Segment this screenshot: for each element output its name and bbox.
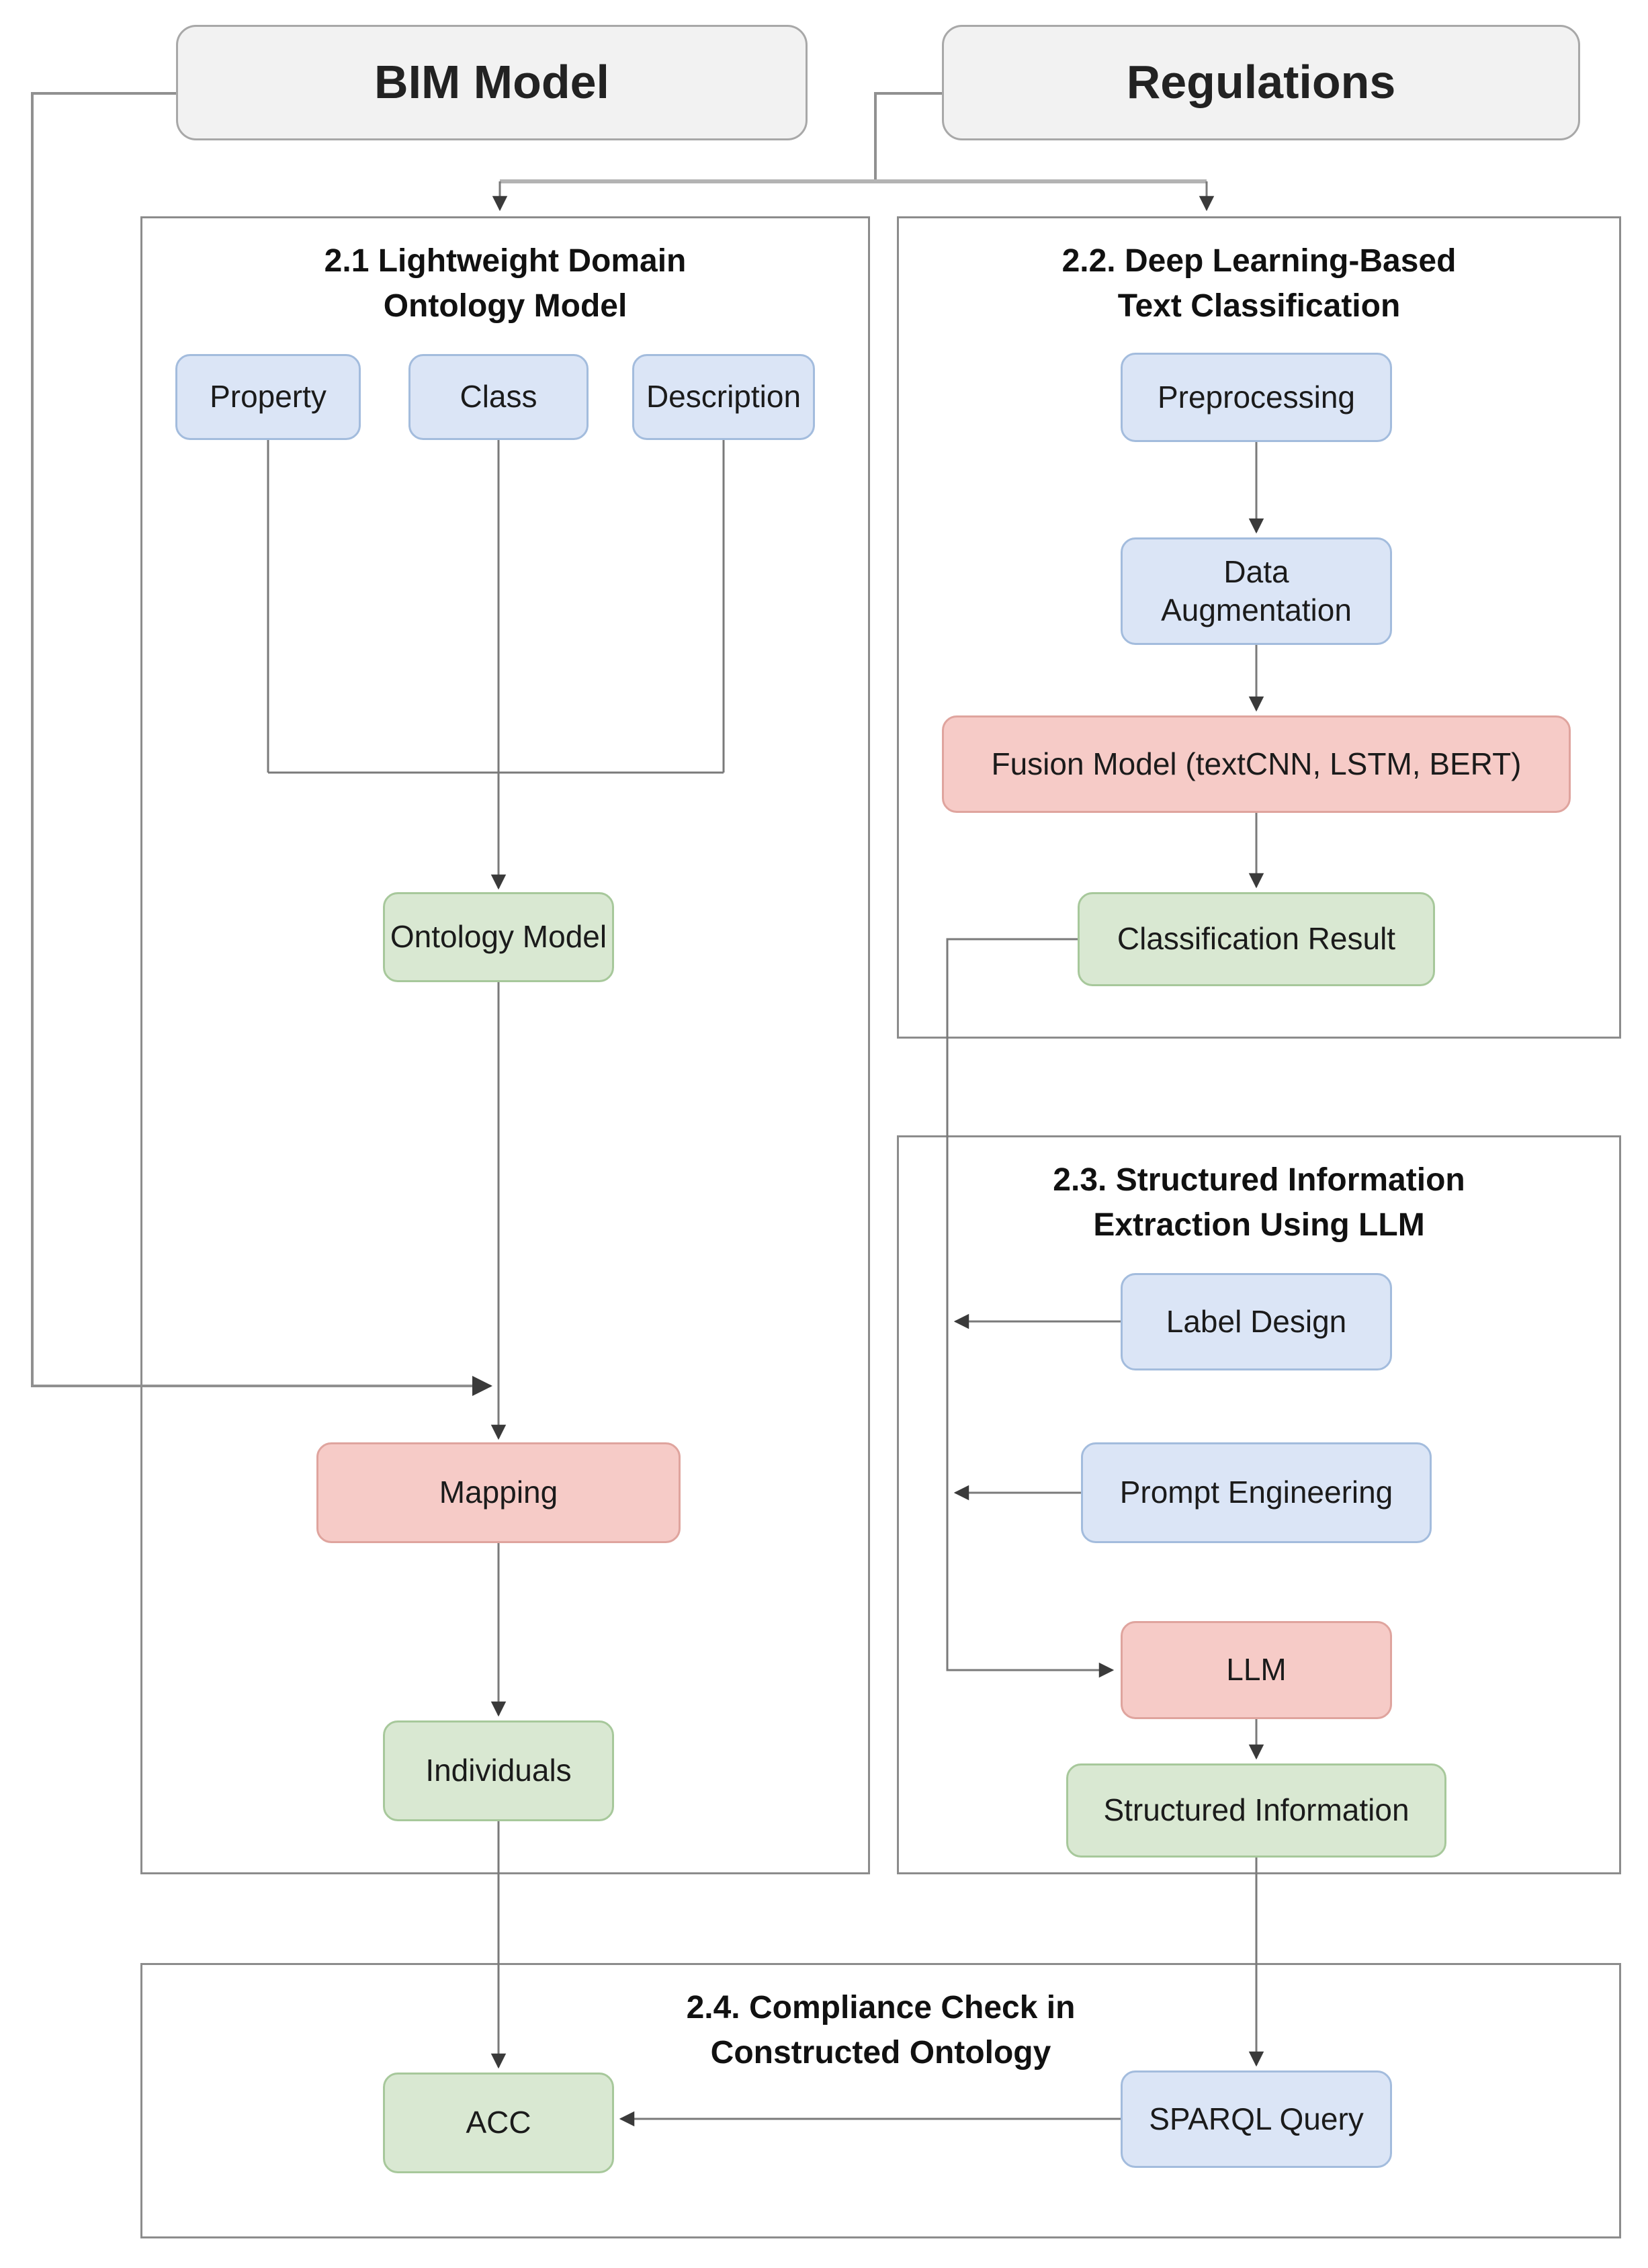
structured-information-label: Structured Information	[1103, 1792, 1410, 1828]
property-box: Property	[175, 354, 361, 440]
bim-model-label: BIM Model	[374, 56, 609, 109]
description-label: Description	[646, 379, 801, 415]
property-label: Property	[210, 379, 327, 415]
llm-box: LLM	[1121, 1621, 1392, 1719]
classification-result-label: Classification Result	[1117, 921, 1396, 957]
preprocessing-label: Preprocessing	[1157, 379, 1356, 415]
connector-classification-to-llm	[946, 938, 1115, 1678]
data-augmentation-box: Data Augmentation	[1121, 537, 1392, 645]
label-design-label: Label Design	[1166, 1303, 1347, 1339]
preprocessing-box: Preprocessing	[1121, 353, 1392, 442]
structured-information-box: Structured Information	[1066, 1763, 1446, 1858]
classification-result-box: Classification Result	[1078, 892, 1435, 986]
sparql-query-label: SPARQL Query	[1149, 2101, 1364, 2136]
individuals-label: Individuals	[425, 1753, 572, 1788]
section-2-3-title-line1: 2.3. Structured Information	[1053, 1162, 1465, 1198]
mapping-label: Mapping	[439, 1475, 558, 1510]
section-2-1-title: 2.1 Lightweight Domain Ontology Model	[142, 238, 868, 329]
section-2-4-title-line2: Constructed Ontology	[710, 2035, 1051, 2071]
section-2-3-title-line2: Extraction Using LLM	[1093, 1207, 1425, 1244]
fusion-model-label: Fusion Model (textCNN, LSTM, BERT)	[991, 746, 1522, 781]
connector-bim-feed	[31, 92, 492, 1396]
bim-model-box: BIM Model	[176, 25, 808, 140]
class-box: Class	[408, 354, 589, 440]
section-2-1-title-line2: Ontology Model	[383, 288, 627, 324]
section-2-2-title: 2.2. Deep Learning-Based Text Classifica…	[899, 238, 1619, 329]
section-2-4-title: 2.4. Compliance Check in Constructed Ont…	[142, 1985, 1619, 2075]
section-2-4-title-line1: 2.4. Compliance Check in	[686, 1990, 1076, 2025]
section-2-2-title-line2: Text Classification	[1117, 288, 1401, 324]
data-augmentation-label: Data Augmentation	[1161, 554, 1352, 628]
section-2-1: 2.1 Lightweight Domain Ontology Model	[140, 216, 870, 1874]
acc-label: ACC	[466, 2105, 531, 2140]
description-box: Description	[632, 354, 815, 440]
section-2-1-title-line1: 2.1 Lightweight Domain	[324, 243, 687, 279]
llm-label: LLM	[1226, 1652, 1287, 1688]
label-design-box: Label Design	[1121, 1273, 1392, 1370]
acc-box: ACC	[383, 2073, 614, 2173]
individuals-box: Individuals	[383, 1720, 614, 1821]
prompt-engineering-box: Prompt Engineering	[1081, 1442, 1432, 1543]
section-2-3: 2.3. Structured Information Extraction U…	[897, 1135, 1621, 1874]
section-2-2-title-line1: 2.2. Deep Learning-Based	[1061, 243, 1457, 279]
mapping-box: Mapping	[316, 1442, 681, 1543]
ontology-model-box: Ontology Model	[383, 892, 614, 982]
regulations-label: Regulations	[1126, 56, 1396, 109]
prompt-engineering-label: Prompt Engineering	[1119, 1475, 1393, 1510]
section-2-3-title: 2.3. Structured Information Extraction U…	[899, 1158, 1619, 1248]
ontology-model-label: Ontology Model	[390, 919, 607, 955]
class-label: Class	[460, 379, 537, 415]
connector-regulations-feed	[874, 92, 942, 181]
regulations-box: Regulations	[942, 25, 1580, 140]
sparql-query-box: SPARQL Query	[1121, 2070, 1392, 2168]
fusion-model-box: Fusion Model (textCNN, LSTM, BERT)	[942, 715, 1571, 813]
